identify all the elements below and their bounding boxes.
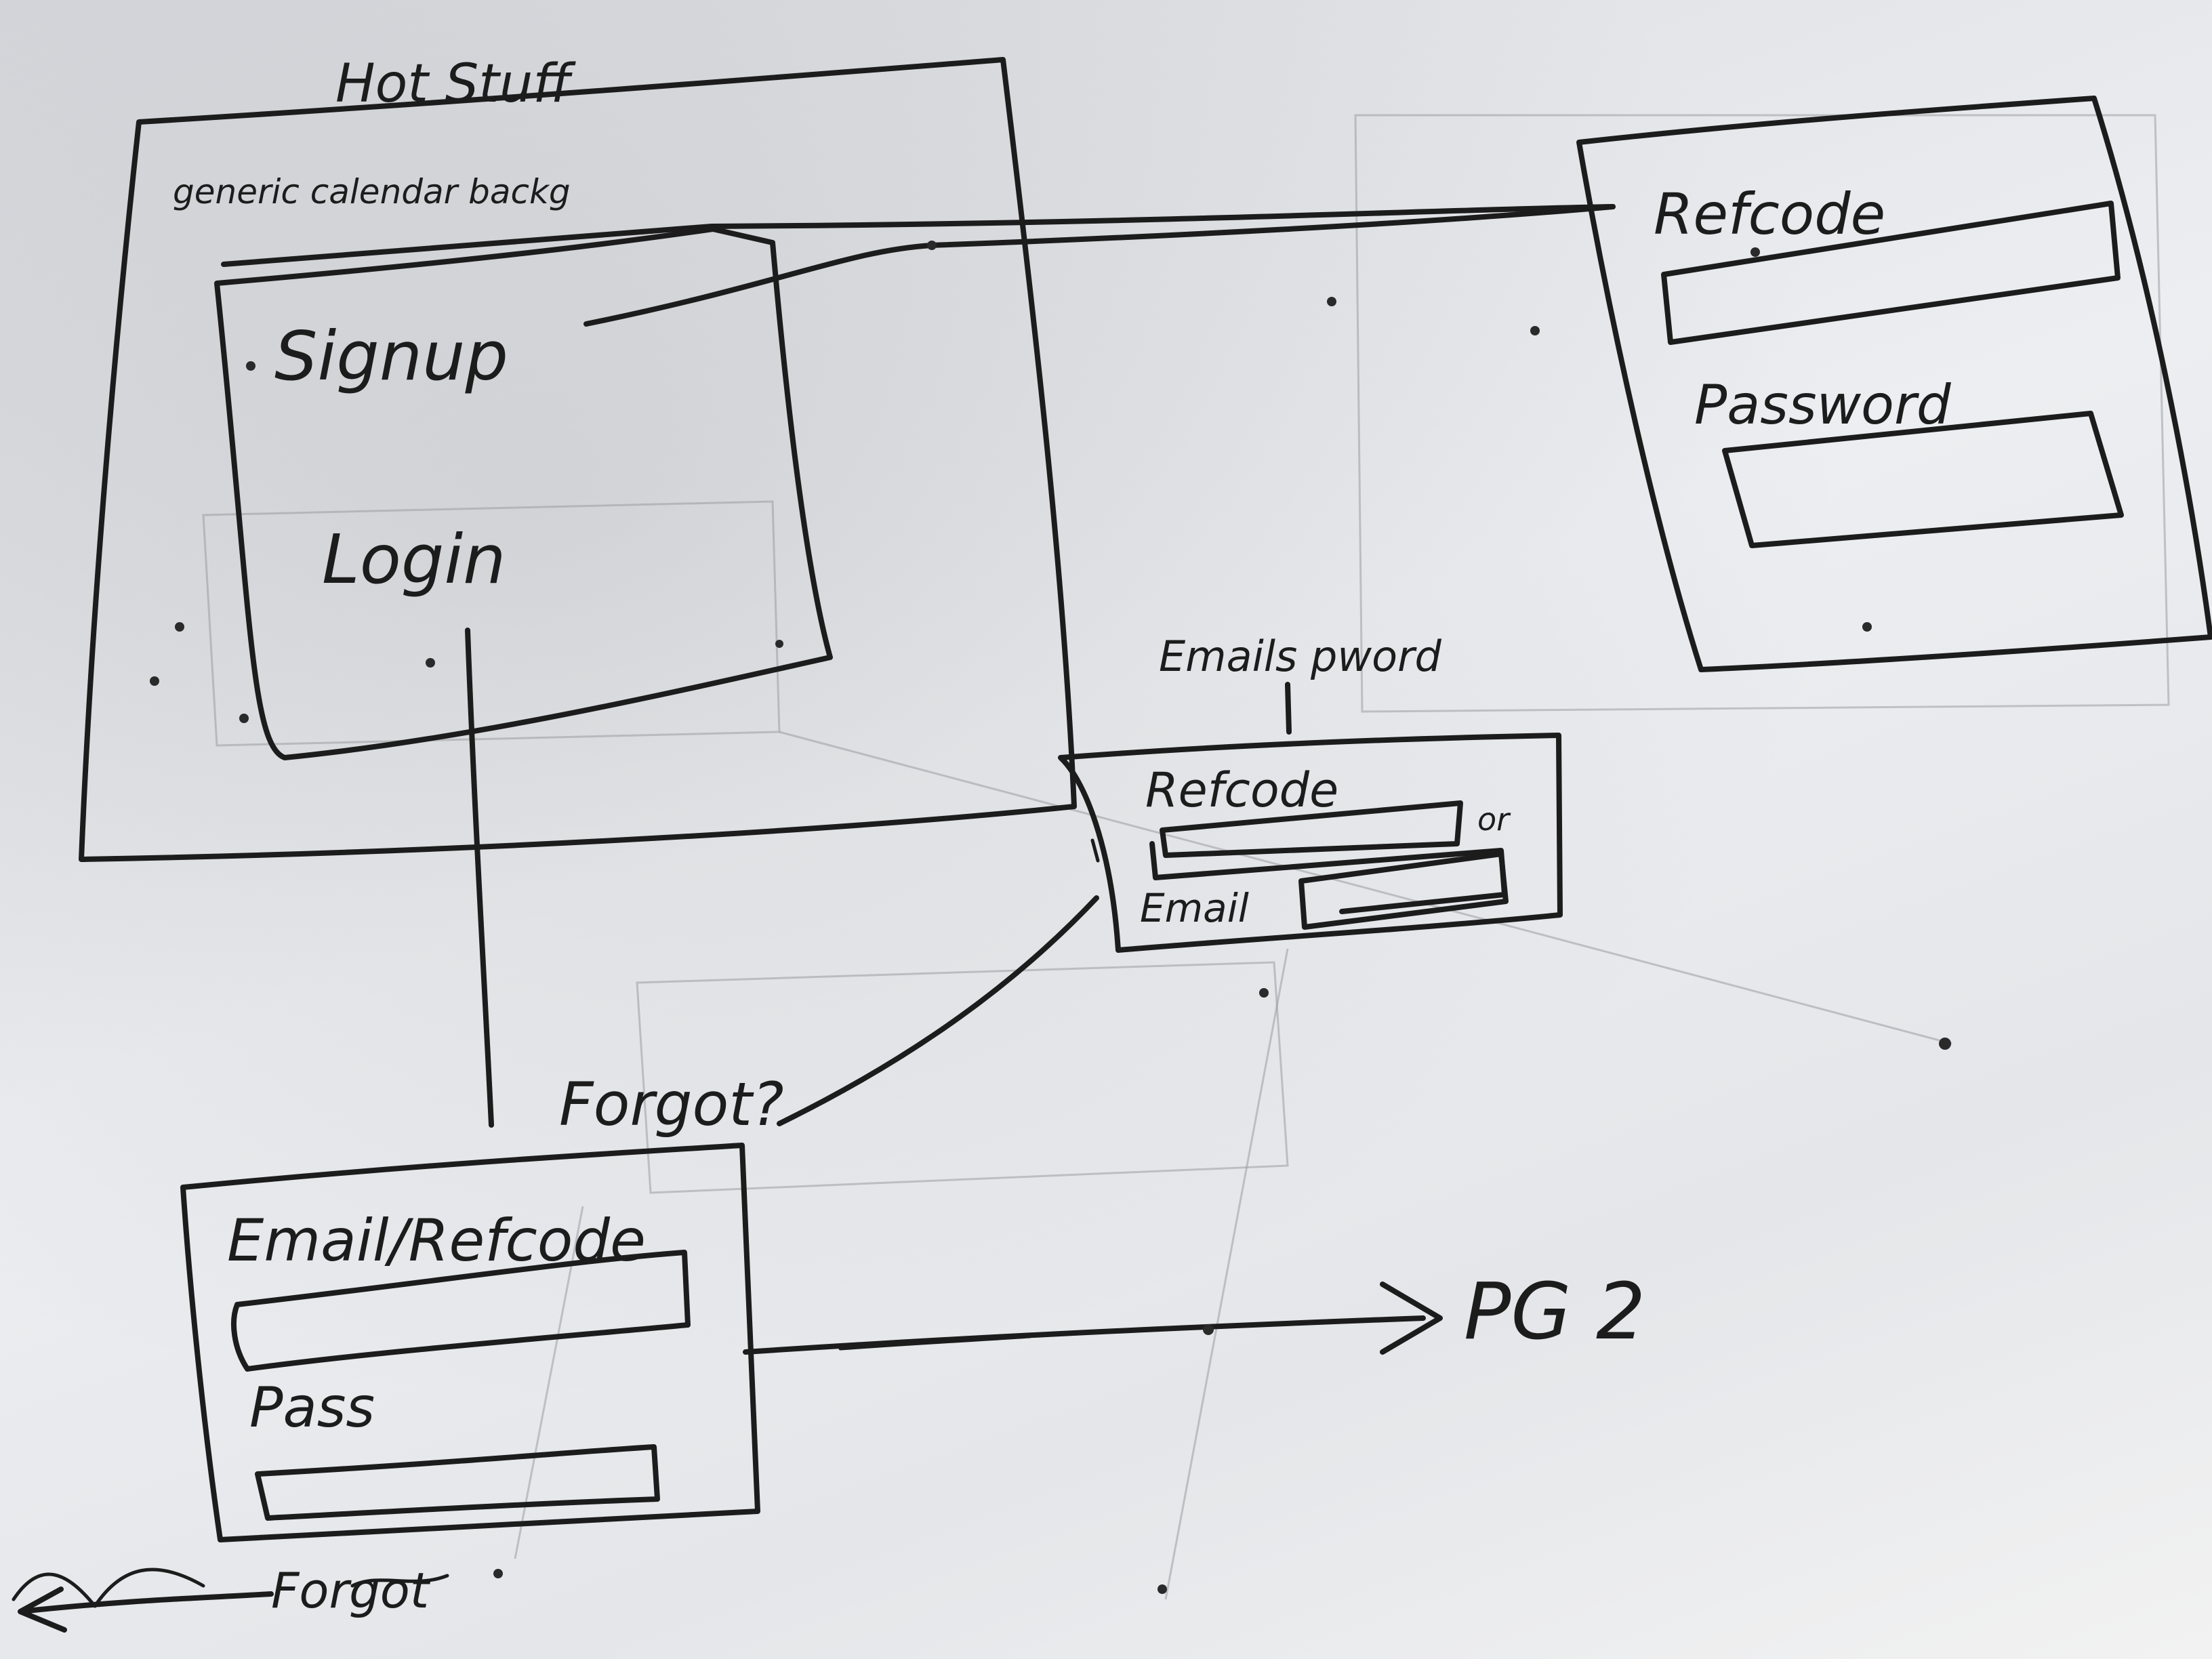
signup-refcode-label: Refcode	[1654, 181, 1885, 247]
signup-refcode-field[interactable]	[1661, 201, 2121, 345]
signup-screen: Refcode Password	[1576, 96, 2212, 672]
landing-screen: Hot Stuff generic calendar backg Signup …	[79, 54, 1077, 862]
signup-connector-top	[709, 204, 1616, 229]
recovery-frame	[1058, 733, 1563, 953]
forgot-link[interactable]: Forgot?	[559, 1069, 784, 1139]
login-pass-field[interactable]	[255, 1444, 660, 1521]
signup-connector	[583, 204, 1616, 327]
signup-frame	[1576, 96, 2212, 672]
recovery-refcode-label: Refcode	[1145, 762, 1338, 818]
signup-password-field[interactable]	[1722, 411, 2124, 548]
background-note: generic calendar backg	[173, 172, 571, 211]
forgot-strikethrough	[350, 1574, 449, 1588]
recovery-refcode-field[interactable]	[1160, 800, 1463, 858]
recovery-note-tick	[1285, 682, 1292, 735]
login-frame	[180, 1143, 760, 1542]
forgot-scribble	[12, 1568, 205, 1608]
recovery-note: Emails pword	[1159, 632, 1442, 681]
recovery-left-edge	[1090, 838, 1100, 863]
to-next-page-arrow	[743, 1282, 1443, 1355]
next-page-label: PG 2	[1464, 1267, 1645, 1357]
login-screen: Email/Refcode Pass Forgot	[12, 1143, 760, 1633]
recovery-screen: Emails pword Refcode or Email	[1058, 632, 1563, 953]
login-email-refcode-field[interactable]	[231, 1250, 691, 1372]
login-forgot-label[interactable]: Forgot	[271, 1562, 431, 1619]
login-pass-label: Pass	[249, 1376, 375, 1440]
arrow-double-stroke	[838, 1334, 1032, 1351]
grid-dots	[150, 241, 1951, 1594]
landing-frame	[79, 57, 1077, 862]
app-title: Hot Stuff	[335, 54, 576, 115]
signup-link[interactable]: Signup	[274, 316, 508, 396]
panel-header-line	[221, 224, 714, 267]
signup-password-label: Password	[1694, 373, 1952, 436]
auth-panel	[214, 226, 833, 760]
forgot-connector	[777, 895, 1099, 1126]
login-connector	[465, 628, 494, 1128]
recovery-email-field[interactable]	[1298, 851, 1509, 930]
recovery-email-label: Email	[1140, 885, 1249, 931]
recovery-or-label: or	[1477, 801, 1511, 838]
login-link[interactable]: Login	[322, 520, 506, 599]
recovery-refcode-field-lower	[1149, 841, 1507, 914]
forgot-back-arrow	[18, 1586, 274, 1633]
